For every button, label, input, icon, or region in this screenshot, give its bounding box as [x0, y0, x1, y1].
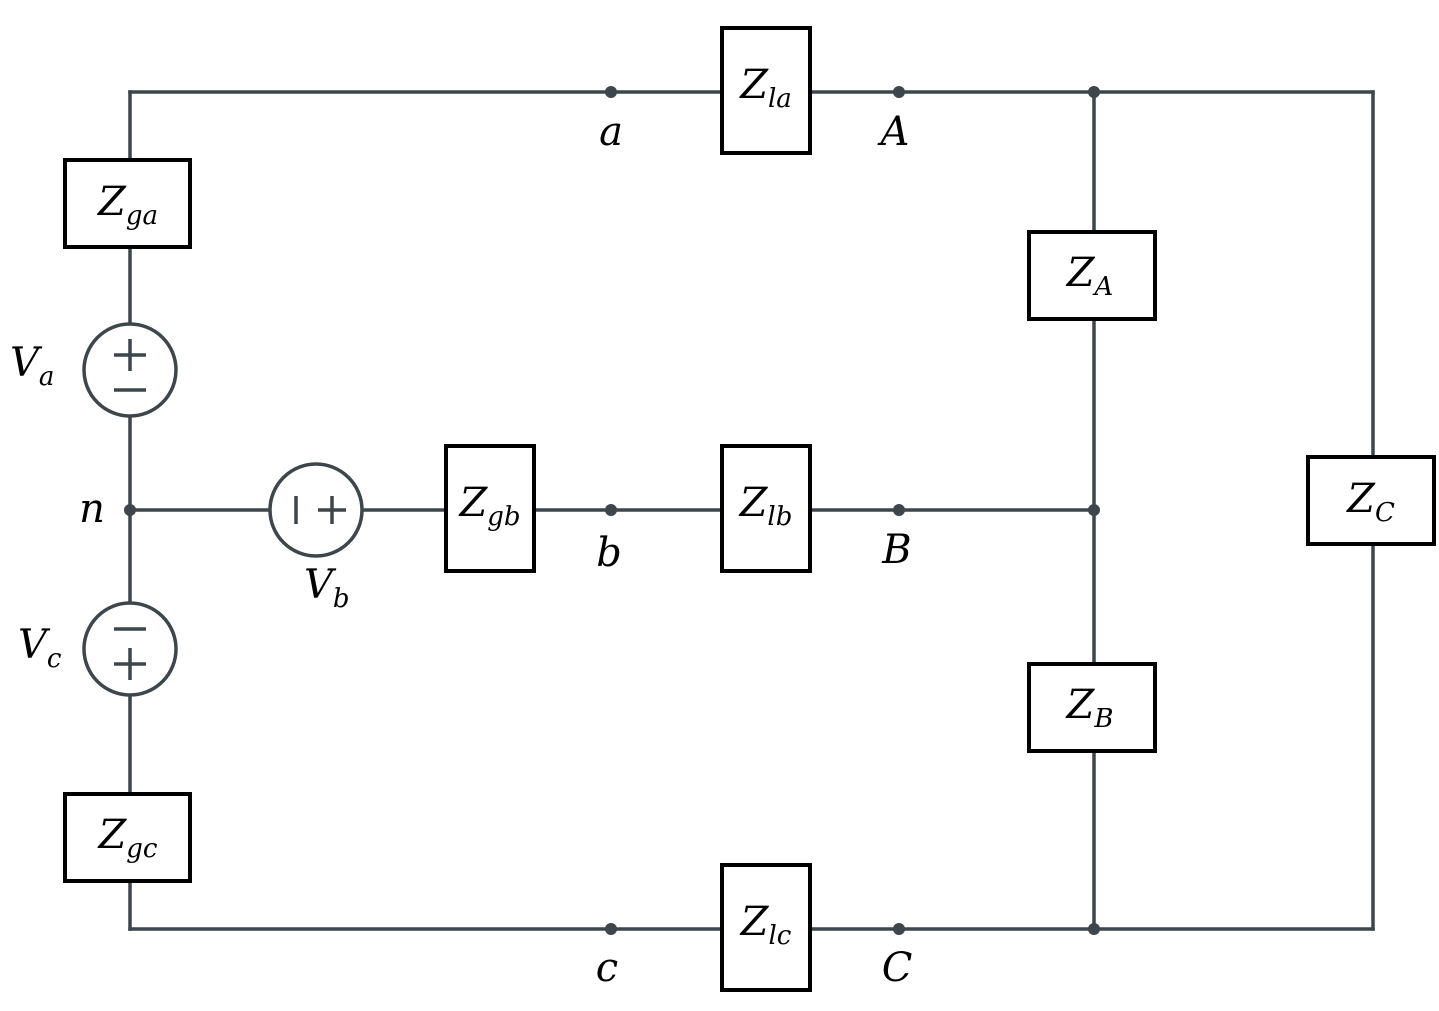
- svg-text:Zlb: Zlb: [738, 480, 793, 532]
- plus-icon: [114, 339, 146, 371]
- vb-sub: b: [333, 584, 350, 614]
- svg-text:ZC: ZC: [1345, 476, 1395, 528]
- impedance-zla: Zla: [720, 26, 812, 155]
- zb-sub: B: [1093, 704, 1113, 734]
- zgc-sub: gc: [126, 834, 158, 864]
- node-dot-A: [893, 86, 905, 98]
- node-dot-load-mid: [1088, 504, 1100, 516]
- impedance-zc: ZC: [1306, 455, 1436, 546]
- svg-text:Zla: Zla: [738, 62, 792, 114]
- zlb-sub: lb: [767, 502, 792, 532]
- zgb-main: Z: [457, 480, 488, 526]
- svg-text:Zga: Zga: [96, 179, 158, 231]
- vc-sub: c: [47, 644, 62, 674]
- zlc-sub: lc: [768, 921, 791, 951]
- zlc-main: Z: [739, 899, 770, 945]
- node-dot-load-bottom: [1088, 923, 1100, 935]
- node-label-C: C: [882, 945, 913, 991]
- node-dot-B: [893, 504, 905, 516]
- zga-main: Z: [96, 179, 127, 225]
- source-vb-circle: [268, 462, 364, 558]
- svg-text:Vc: Vc: [18, 622, 62, 674]
- svg-text:Zgb: Zgb: [457, 480, 520, 532]
- node-label-b: b: [596, 530, 622, 576]
- source-vc: [82, 601, 178, 697]
- svg-text:ZA: ZA: [1065, 250, 1114, 302]
- svg-text:Va: Va: [10, 340, 54, 392]
- impedance-zb: ZB: [1027, 662, 1157, 753]
- svg-text:Zgc: Zgc: [96, 812, 157, 864]
- node-label-a: a: [599, 109, 623, 155]
- svg-text:ZB: ZB: [1065, 682, 1114, 734]
- vc-main: V: [18, 622, 51, 668]
- source-va: [82, 322, 178, 418]
- junctions: [124, 86, 1100, 935]
- node-dot-c: [605, 923, 617, 935]
- zlb-main: Z: [738, 480, 769, 526]
- impedance-za: ZA: [1027, 230, 1157, 321]
- zgb-sub: gb: [487, 502, 520, 532]
- impedance-zlc: Zlc: [720, 863, 812, 992]
- svg-text:Vb: Vb: [304, 562, 350, 614]
- impedance-zgb: Zgb: [444, 444, 536, 573]
- impedance-zgc: Zgc: [63, 792, 192, 883]
- node-label-A: A: [877, 109, 910, 155]
- svg-text:Zlc: Zlc: [739, 899, 792, 951]
- source-vb: [268, 462, 364, 558]
- node-label-n: n: [79, 486, 105, 532]
- plus-icon: [114, 648, 146, 680]
- zla-sub: la: [768, 84, 792, 114]
- node-dot-b: [605, 504, 617, 516]
- plus-icon: [318, 496, 346, 524]
- node-label-c: c: [596, 945, 618, 991]
- zb-main: Z: [1065, 682, 1096, 728]
- zla-main: Z: [738, 62, 769, 108]
- node-label-B: B: [881, 527, 911, 573]
- impedance-zlb: Zlb: [720, 444, 812, 573]
- zc-main: Z: [1345, 476, 1376, 522]
- node-dot-C: [893, 923, 905, 935]
- node-dot-load-top: [1088, 86, 1100, 98]
- zc-sub: C: [1375, 498, 1395, 528]
- impedance-zga: Zga: [63, 158, 192, 249]
- node-dot-a: [605, 86, 617, 98]
- vb-main: V: [304, 562, 337, 608]
- va-sub: a: [39, 362, 55, 392]
- va-main: V: [10, 340, 43, 386]
- zgc-main: Z: [96, 812, 127, 858]
- za-main: Z: [1065, 250, 1096, 296]
- za-sub: A: [1093, 272, 1114, 302]
- zga-sub: ga: [126, 201, 158, 231]
- node-dot-n: [124, 504, 136, 516]
